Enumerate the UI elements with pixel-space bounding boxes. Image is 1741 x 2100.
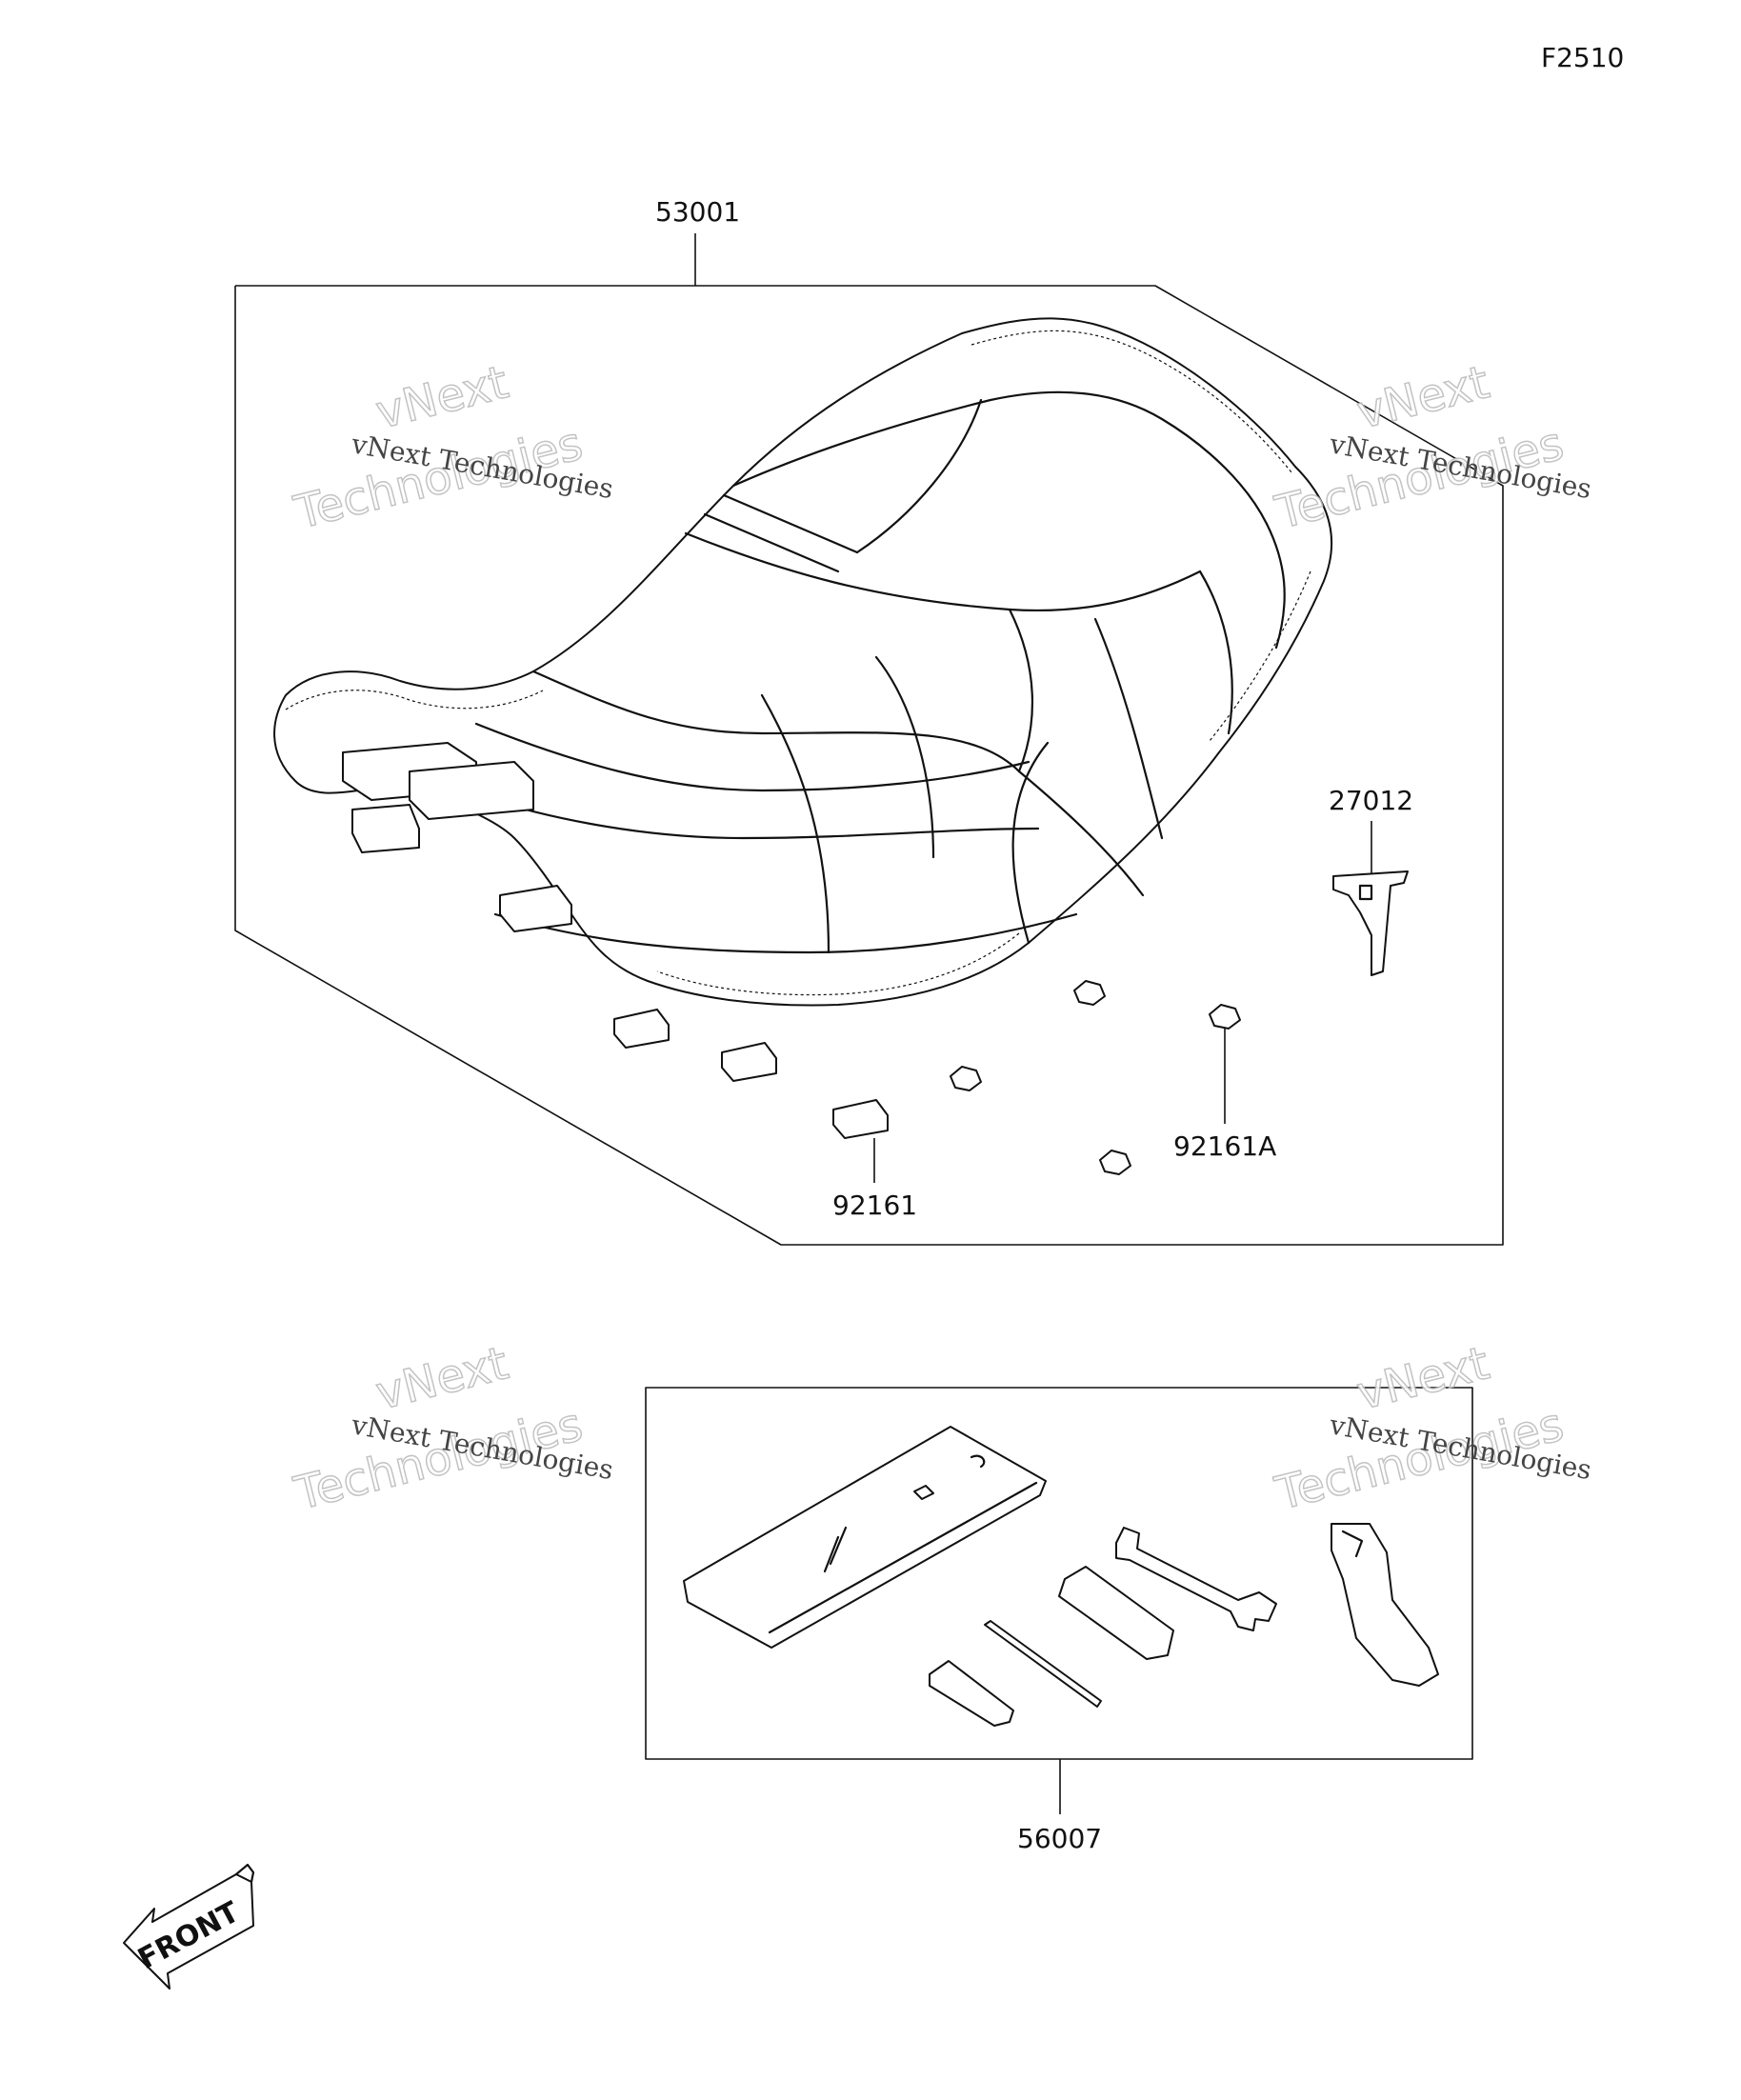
- watermark-top-right: vNext Technologies vNext Technologies: [1270, 355, 1594, 541]
- watermark-bottom-left: vNext Technologies vNext Technologies: [289, 1336, 616, 1522]
- svg-text:vNext: vNext: [370, 355, 513, 439]
- front-direction-arrow: FRONT: [123, 1863, 255, 1990]
- part-label-92161A[interactable]: 92161A: [1173, 1130, 1276, 1162]
- tool-kit-drawing[interactable]: [683, 1426, 1439, 1727]
- part-label-92161[interactable]: 92161: [832, 1190, 917, 1221]
- toolkit-group-frame: [645, 1387, 1473, 1760]
- diagram-code: F2510: [1541, 42, 1624, 73]
- part-label-53001[interactable]: 53001: [655, 196, 740, 228]
- seat-group-frame: [234, 233, 1504, 1246]
- watermark-top-left: vNext Technologies vNext Technologies: [289, 355, 616, 541]
- seat-drawing[interactable]: [273, 317, 1332, 1007]
- part-label-27012[interactable]: 27012: [1329, 785, 1413, 816]
- svg-text:vNext: vNext: [1351, 355, 1494, 439]
- damper-grommets[interactable]: [950, 980, 1241, 1175]
- cover-hook-bracket[interactable]: [1332, 870, 1409, 976]
- svg-text:vNext: vNext: [370, 1336, 513, 1420]
- damper-pads[interactable]: [613, 1009, 889, 1139]
- watermark-bottom-right: vNext Technologies vNext Technologies: [1270, 1336, 1594, 1522]
- part-label-56007[interactable]: 56007: [1017, 1823, 1102, 1854]
